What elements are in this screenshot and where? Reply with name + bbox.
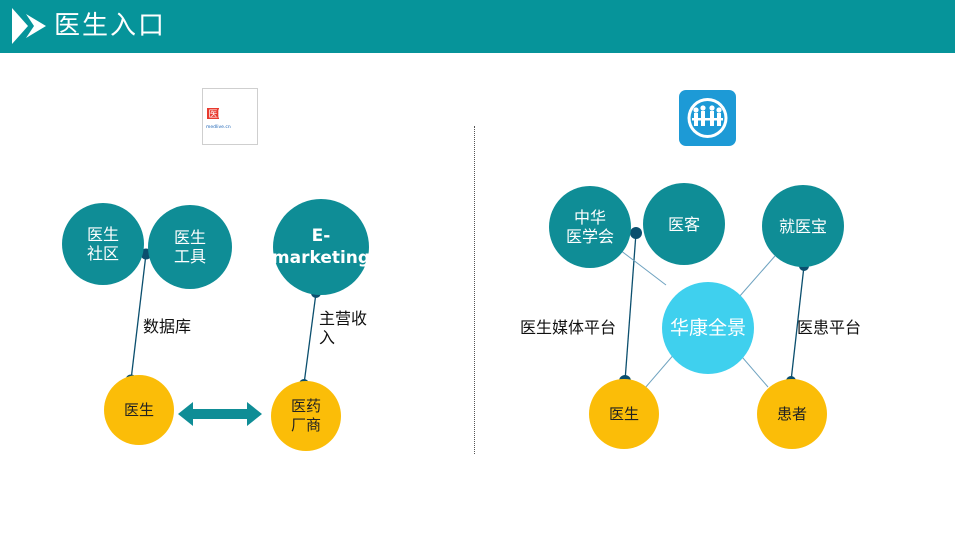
node-label: E- marketing — [271, 226, 371, 268]
label-media-platform: 医生媒体平台 — [520, 318, 617, 337]
logo-text: 医脉通 — [209, 108, 236, 120]
huakang-logo — [679, 90, 736, 146]
label-database: 数据库 — [143, 317, 192, 336]
connector-dot — [630, 227, 642, 239]
node-emarketing: E- marketing — [271, 199, 371, 295]
node-label: 华康全景 — [669, 316, 746, 339]
node-doctor-community: 医生 社区 — [62, 203, 144, 285]
thin-connector — [738, 255, 776, 298]
play-arrow-icon — [12, 8, 46, 44]
connector-emarketing-pharma — [303, 292, 317, 385]
node-doctor-tools: 医生 工具 — [148, 205, 232, 289]
yimaitong-logo: 医脉通 medlive.cn — [202, 88, 258, 145]
node-center-huakang: 华康全景 — [662, 282, 754, 374]
double-arrow-icon — [178, 402, 262, 426]
node-label: 医生 — [123, 400, 154, 419]
node-label: 就医宝 — [778, 216, 827, 236]
node-label: 中华 医学会 — [565, 208, 614, 246]
panel-divider — [474, 126, 475, 454]
node-doctor-right: 医生 — [589, 379, 659, 449]
node-patient: 患者 — [757, 379, 827, 449]
node-label: 患者 — [776, 404, 807, 423]
node-label: 医药 厂商 — [290, 397, 321, 434]
people-group-icon — [687, 98, 728, 138]
node-label: 医生 — [608, 404, 639, 423]
node-cma: 中华 医学会 — [549, 186, 631, 268]
label-revenue: 主营收 入 — [319, 309, 368, 347]
node-pharma: 医药 厂商 — [271, 381, 341, 451]
label-doctor-patient-platform: 医患平台 — [797, 318, 862, 337]
connector-jiuyibao-patient — [790, 265, 805, 382]
node-jiuyibao: 就医宝 — [762, 185, 844, 267]
logo-subtext: medlive.cn — [206, 124, 231, 130]
yimaitong-logo-icon: 医脉通 medlive.cn — [206, 108, 236, 130]
node-label: 医客 — [667, 214, 700, 234]
node-label: 医生 社区 — [86, 225, 119, 263]
node-yike: 医客 — [643, 183, 725, 265]
node-doctor-left: 医生 — [104, 375, 174, 445]
connector-cma-doctor — [624, 232, 637, 382]
thin-connector — [619, 249, 667, 286]
page-title: 医生入口 — [54, 11, 167, 41]
node-label: 医生 工具 — [173, 228, 206, 266]
connector-community-doctor — [130, 253, 147, 381]
header-bar: 医生入口 — [0, 0, 955, 53]
